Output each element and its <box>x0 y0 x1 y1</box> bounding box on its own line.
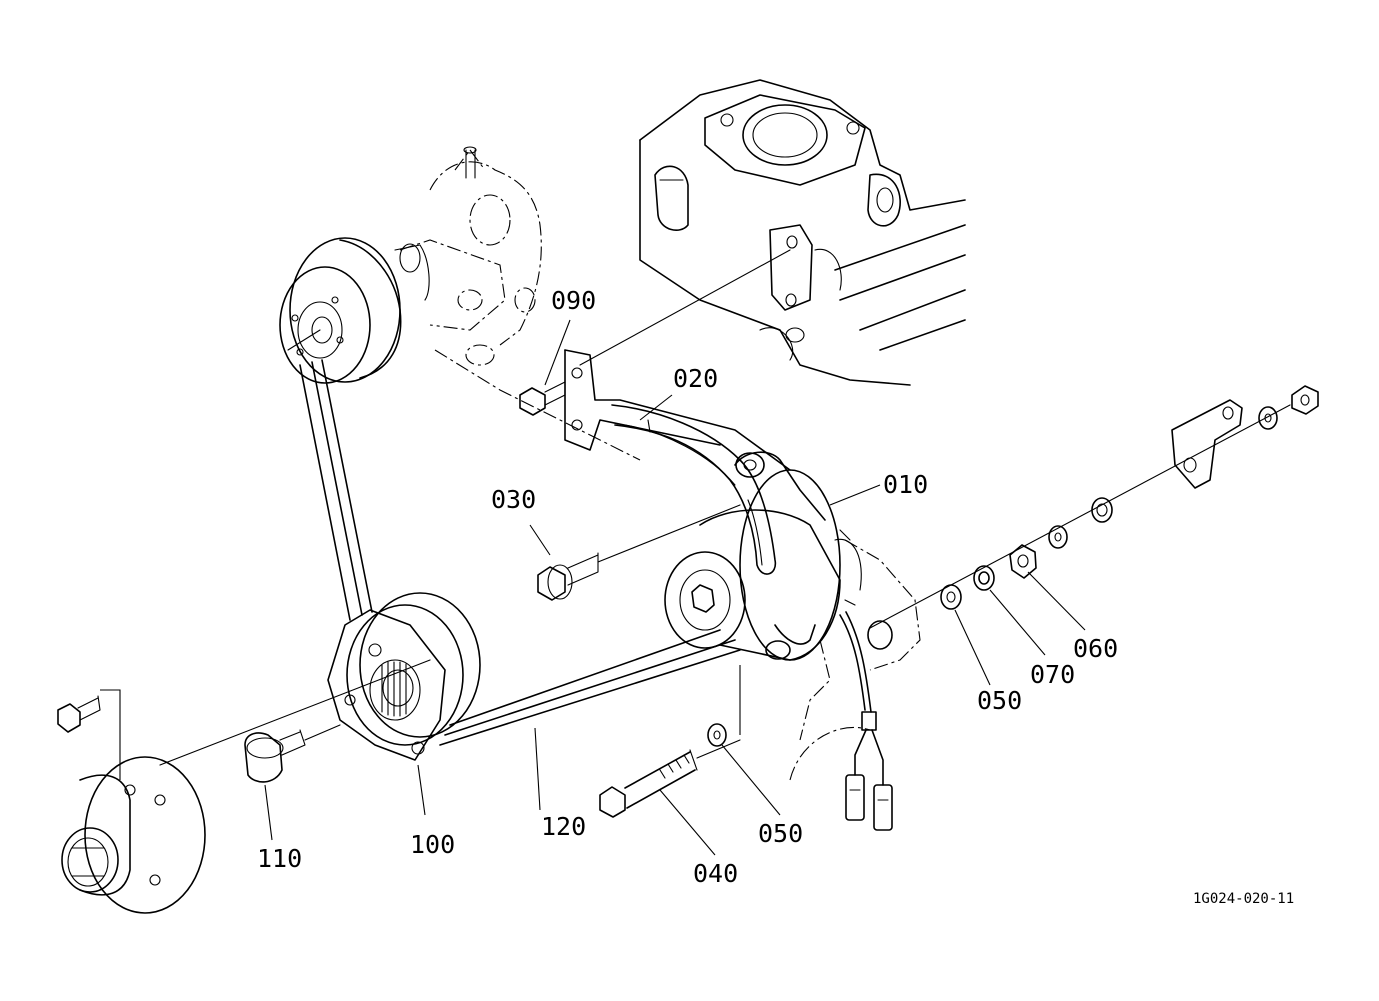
part-label-120: 120 <box>541 812 586 841</box>
part-label-100: 100 <box>410 830 455 859</box>
part-label-110: 110 <box>257 844 302 873</box>
crankshaft-pulley-100 <box>327 592 481 761</box>
part-label-040: 040 <box>693 859 738 888</box>
part-label-010: 010 <box>883 470 928 499</box>
terminal-hardware-set <box>1048 385 1319 549</box>
part-label-070: 070 <box>1030 660 1075 689</box>
part-label-020: 020 <box>673 364 718 393</box>
bolt-040 <box>599 749 698 818</box>
lock-washer-070 <box>973 565 995 591</box>
engine-block <box>639 79 966 386</box>
part-label-050-lower: 050 <box>758 819 803 848</box>
part-label-050-upper: 050 <box>977 686 1022 715</box>
fan-pulley <box>279 237 430 384</box>
leader-lines <box>264 319 1086 856</box>
part-labels: 010 020 030 040 050 050 060 070 090 100 … <box>257 286 1118 888</box>
adjusting-bracket-020 <box>564 349 791 575</box>
alternator-mount-boss <box>789 539 921 781</box>
hub-bolt <box>57 689 121 780</box>
part-label-090: 090 <box>551 286 596 315</box>
bolt-030 <box>537 552 599 601</box>
bolt-090 <box>519 379 566 416</box>
alternator-010 <box>664 451 862 661</box>
part-label-030: 030 <box>491 485 536 514</box>
assembly-axis-lines <box>159 249 1291 766</box>
crank-hub <box>61 756 206 914</box>
water-pump-housing <box>399 146 641 461</box>
v-belt-120 <box>299 359 741 746</box>
nut-060 <box>1009 544 1037 579</box>
part-label-060: 060 <box>1073 634 1118 663</box>
washer-050-lower <box>707 723 727 747</box>
bolt-110 <box>244 729 306 783</box>
drawing-code: 1G024-020-11 <box>1193 891 1294 907</box>
alternator-wire-harness <box>839 611 893 831</box>
